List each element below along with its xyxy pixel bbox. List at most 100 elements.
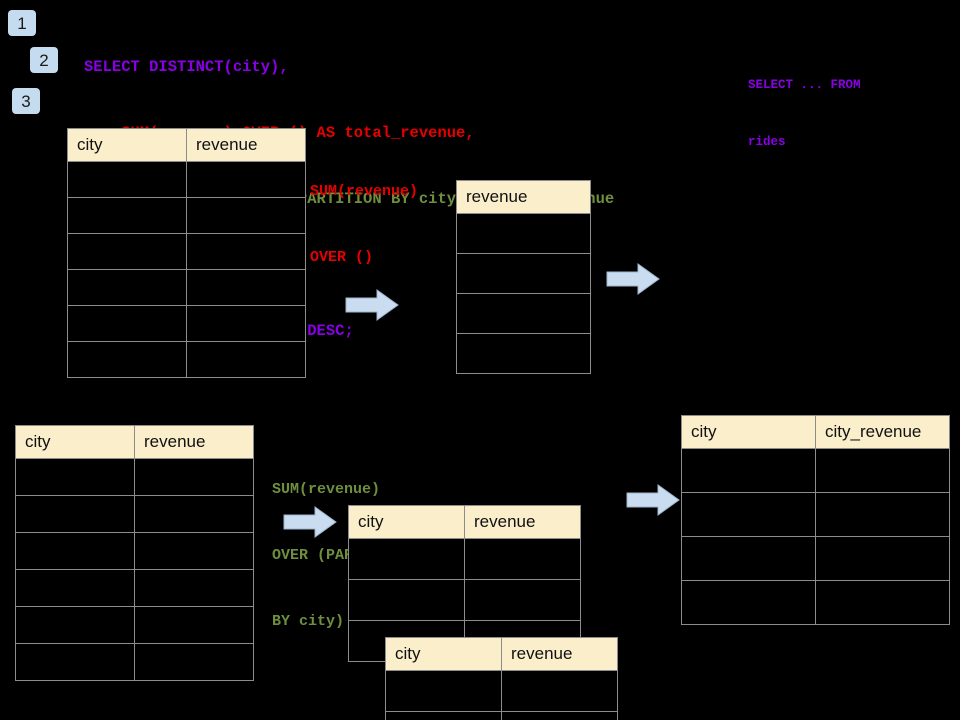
arrow-rides-to-partition: [282, 505, 338, 539]
table-row: [67, 269, 306, 306]
cell-revenue: [464, 538, 581, 580]
table-row: [15, 495, 254, 533]
cell-revenue: [134, 569, 254, 607]
column-header-city: city: [348, 505, 465, 539]
cell-revenue: [186, 161, 306, 198]
table-row: [67, 161, 306, 198]
cell-revenue: [501, 670, 618, 712]
cell-city: [681, 536, 816, 581]
arrow-total-revenue-to-result: [605, 262, 661, 296]
column-header-city: city: [385, 637, 502, 671]
table-row: [456, 253, 591, 294]
step-badge-2[interactable]: 2: [30, 47, 58, 73]
cell-revenue: [134, 606, 254, 644]
cell-revenue: [456, 293, 591, 334]
cell-city: [385, 670, 502, 712]
cell-revenue: [456, 333, 591, 374]
table-row: [67, 341, 306, 378]
cell-city: [67, 161, 187, 198]
column-header-city: city: [15, 425, 135, 459]
cell-revenue: [501, 711, 618, 720]
rides-source-table-top: city revenue: [67, 128, 306, 378]
cell-city: [681, 580, 816, 625]
cell-city-revenue: [815, 580, 950, 625]
table-row: [15, 643, 254, 681]
table-row: [681, 536, 950, 581]
column-header-city: city: [681, 415, 816, 449]
cell-city: [67, 305, 187, 342]
annotation-sum-over-empty-line1: SUM(revenue): [310, 183, 419, 200]
cell-city-revenue: [815, 492, 950, 537]
annotation-sum-over-partition-line1: SUM(revenue): [272, 481, 381, 498]
city-revenue-result-table: city city_revenue: [681, 415, 950, 625]
column-header-city-revenue: city_revenue: [815, 415, 950, 449]
cell-city: [15, 495, 135, 533]
cell-revenue: [134, 532, 254, 570]
column-header-revenue: revenue: [186, 128, 306, 162]
column-header-revenue: revenue: [464, 505, 581, 539]
table-header-row: revenue: [456, 180, 591, 214]
step-badge-1-label: 1: [17, 13, 27, 33]
cell-city: [67, 269, 187, 306]
cell-city: [67, 233, 187, 270]
table-header-row: city revenue: [67, 128, 306, 162]
column-header-revenue: revenue: [501, 637, 618, 671]
step-badge-3-label: 3: [21, 91, 31, 111]
table-header-row: city revenue: [385, 637, 618, 671]
cell-revenue: [186, 305, 306, 342]
annotation-sum-over-empty: SUM(revenue) OVER (): [310, 137, 418, 313]
cell-revenue: [186, 269, 306, 306]
table-row: [348, 538, 581, 580]
table-row: [385, 670, 618, 712]
select-from-rides-note-line2: rides: [748, 135, 786, 149]
table-row: [681, 580, 950, 625]
cell-revenue: [186, 341, 306, 378]
annotation-sum-over-partition-line3: BY city): [272, 613, 345, 630]
cell-city: [348, 579, 465, 621]
table-row: [15, 458, 254, 496]
cell-city: [681, 448, 816, 493]
table-row: [67, 233, 306, 270]
cell-city: [348, 538, 465, 580]
table-row: [456, 213, 591, 254]
column-header-revenue: revenue: [456, 180, 591, 214]
step-badge-3[interactable]: 3: [12, 88, 40, 114]
table-row: [15, 569, 254, 607]
cell-revenue: [186, 197, 306, 234]
table-row: [456, 333, 591, 374]
cell-revenue: [186, 233, 306, 270]
select-from-rides-note: SELECT ... FROM rides: [748, 38, 861, 190]
cell-city: [681, 492, 816, 537]
table-header-row: city revenue: [348, 505, 581, 539]
partition-group-table-front: city revenue: [385, 637, 618, 720]
cell-city: [15, 606, 135, 644]
cell-city-revenue: [815, 536, 950, 581]
table-row: [681, 492, 950, 537]
cell-city: [15, 458, 135, 496]
table-row: [15, 606, 254, 644]
cell-city: [15, 569, 135, 607]
cell-city: [15, 532, 135, 570]
column-header-city: city: [67, 128, 187, 162]
table-header-row: city revenue: [15, 425, 254, 459]
cell-city: [67, 341, 187, 378]
arrow-partition-to-result: [625, 483, 681, 517]
table-row: [456, 293, 591, 334]
table-header-row: city city_revenue: [681, 415, 950, 449]
cell-revenue: [464, 579, 581, 621]
annotation-sum-over-empty-line2: OVER (): [310, 249, 374, 266]
cell-city: [15, 643, 135, 681]
cell-city: [385, 711, 502, 720]
sql-line-select: SELECT DISTINCT(city),: [84, 58, 289, 76]
cell-revenue: [134, 458, 254, 496]
table-row: [67, 197, 306, 234]
table-row: [15, 532, 254, 570]
cell-revenue: [134, 495, 254, 533]
step-badge-1[interactable]: 1: [8, 10, 36, 36]
table-row: [385, 711, 618, 720]
cell-city: [67, 197, 187, 234]
column-header-revenue: revenue: [134, 425, 254, 459]
cell-revenue: [456, 253, 591, 294]
arrow-rides-to-total-revenue: [344, 288, 400, 322]
